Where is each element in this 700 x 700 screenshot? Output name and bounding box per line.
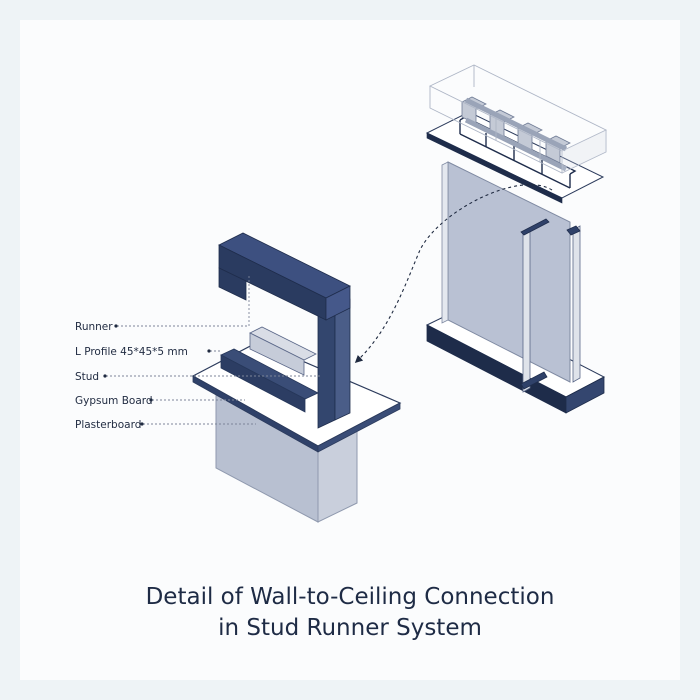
ceiling-board-front	[426, 132, 563, 204]
front-stud-cap	[520, 218, 550, 236]
frame-bar	[464, 117, 568, 172]
l-profile-face	[249, 332, 305, 376]
frame-bars	[464, 97, 568, 172]
leader-dot	[114, 324, 118, 328]
leader-dot	[140, 422, 144, 426]
ceiling-box-outline	[428, 64, 608, 174]
label-gypsum-board: Gypsum Board	[75, 395, 153, 407]
rear-stud-cap	[566, 225, 581, 236]
leader-dot	[103, 374, 107, 378]
leader-lines	[106, 275, 320, 425]
frame-bar	[464, 97, 568, 152]
runner-leg-front	[218, 267, 247, 301]
label-runner: Runner	[75, 321, 113, 333]
label-stud: Stud	[75, 371, 99, 383]
rear-stud	[572, 225, 581, 383]
box-side-fill	[562, 130, 606, 173]
label-plasterboard: Plasterboard	[75, 419, 141, 431]
front-stud-foot	[520, 371, 548, 390]
base-slab-side	[565, 376, 605, 414]
board-edge-side	[317, 402, 401, 453]
label-l-profile: L Profile 45*45*5 mm	[75, 346, 188, 358]
front-stud	[522, 227, 531, 393]
box-side-bottom	[561, 130, 607, 174]
gypsum-panel-edge	[441, 161, 449, 324]
detail-assembly	[191, 232, 402, 523]
box-front-bottom	[429, 86, 563, 174]
wall-overview	[425, 64, 608, 414]
leader-dot	[149, 398, 153, 402]
diagram-title-line-1: Detail of Wall-to-Ceiling Connection	[145, 584, 555, 610]
diagram-title-line-2: in Stud Runner System	[218, 615, 482, 641]
bottom-runner-front	[220, 354, 306, 413]
detail-arrow	[354, 184, 553, 364]
leader-dot	[207, 349, 211, 353]
leader-dots	[103, 324, 211, 426]
runner-bottom	[459, 133, 571, 189]
top-runner-end	[325, 285, 351, 321]
